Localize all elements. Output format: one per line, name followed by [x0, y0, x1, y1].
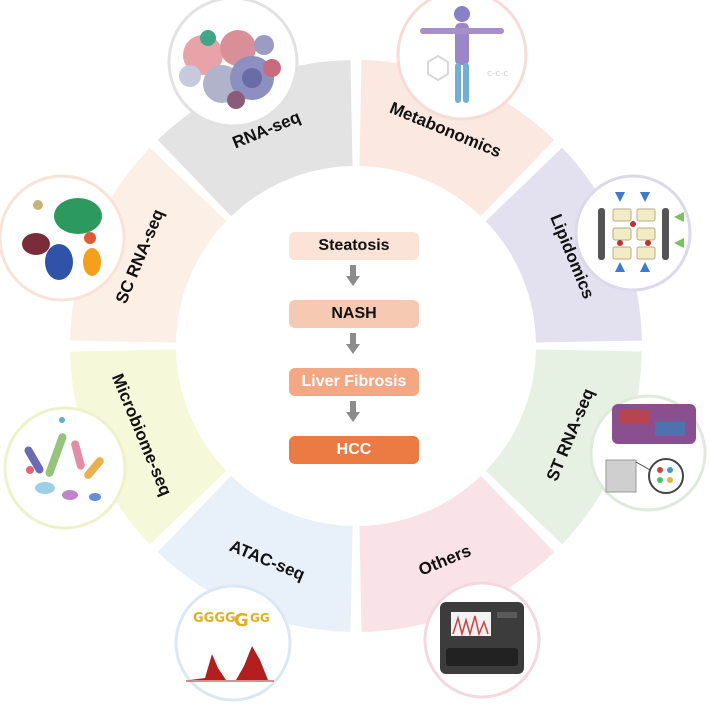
stage-hcc: HCC: [289, 436, 419, 464]
segment-lipidomics: [485, 147, 642, 343]
stage-steatosis: Steatosis: [289, 232, 419, 260]
membrane-transport-icon: [574, 174, 692, 292]
svg-text:GG: GG: [250, 611, 270, 625]
segment-st-rna-seq: [485, 349, 642, 545]
cell-clusters-icon: [0, 174, 126, 302]
svg-text:G: G: [234, 610, 249, 631]
segment-rna-seq: [157, 60, 353, 217]
segment-ring: [70, 60, 642, 632]
spatial-transcriptomics-icon: [589, 394, 707, 512]
stage-liver-fibrosis: Liver Fibrosis: [289, 368, 419, 396]
segment-metabonomics: [359, 60, 555, 217]
down-arrow-icon: [346, 265, 360, 287]
segment-atac-seq: [157, 475, 353, 632]
segment-others: [359, 475, 555, 632]
segment-microbiome-seq: [70, 349, 227, 545]
svg-text:GGGG: GGGG: [193, 611, 236, 626]
human-body-icon: c-c-c: [396, 0, 528, 121]
sequencer-machine-icon: [423, 581, 541, 699]
sequence-logo-icon: GGGG G GG: [174, 584, 292, 702]
stage-nash: NASH: [289, 300, 419, 328]
microbes-icon: [3, 406, 127, 530]
segment-sc-rna-seq: [70, 147, 227, 343]
down-arrow-icon: [346, 401, 360, 423]
svg-text:c-c-c: c-c-c: [487, 69, 508, 79]
down-arrow-icon: [346, 333, 360, 355]
immune-cells-icon: [167, 0, 299, 128]
